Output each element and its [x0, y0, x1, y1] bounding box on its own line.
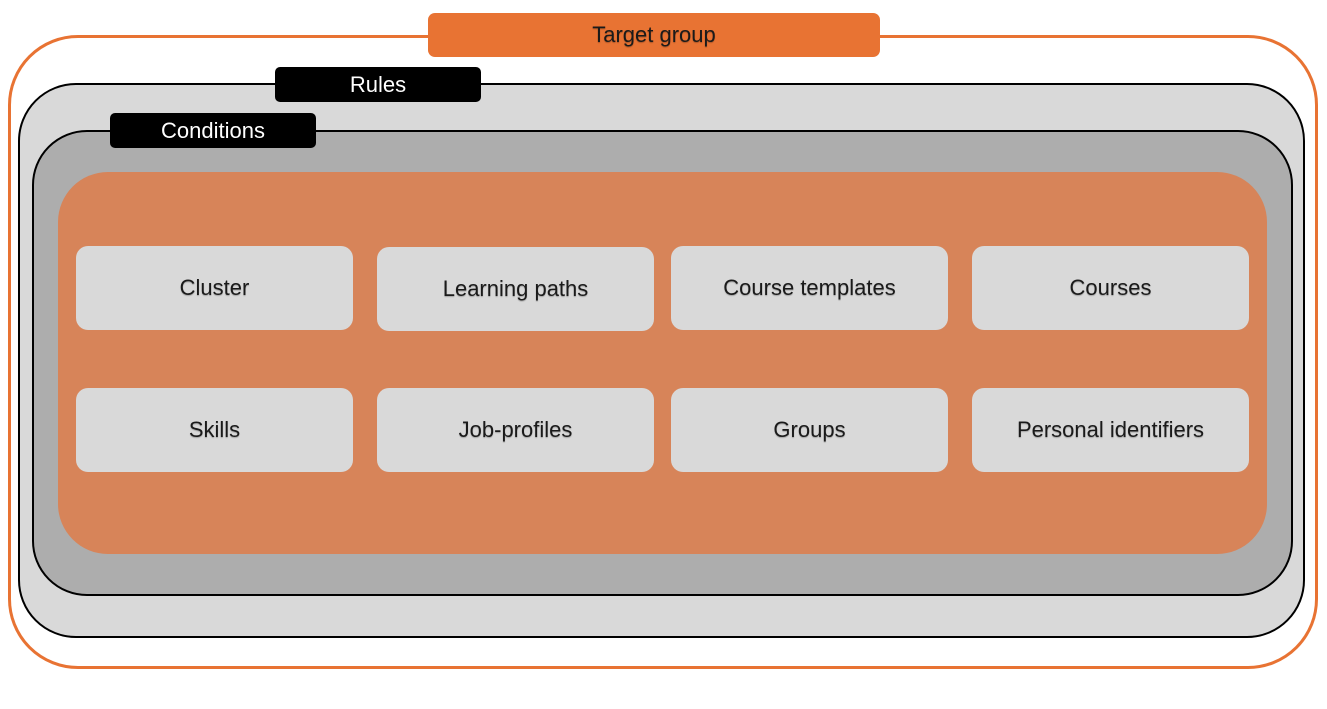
target-group-label: Target group — [428, 13, 880, 57]
condition-tile-skills: Skills — [76, 388, 353, 472]
condition-tile-personal-identifiers: Personal identifiers — [972, 388, 1249, 472]
condition-tile-cluster: Cluster — [76, 246, 353, 330]
condition-tile-job-profiles: Job-profiles — [377, 388, 654, 472]
conditions-label: Conditions — [110, 113, 316, 148]
condition-tile-groups: Groups — [671, 388, 948, 472]
condition-tile-courses: Courses — [972, 246, 1249, 330]
rules-label: Rules — [275, 67, 481, 102]
condition-tile-learning-paths: Learning paths — [377, 247, 654, 331]
condition-types-area — [58, 172, 1267, 554]
condition-tile-course-templates: Course templates — [671, 246, 948, 330]
